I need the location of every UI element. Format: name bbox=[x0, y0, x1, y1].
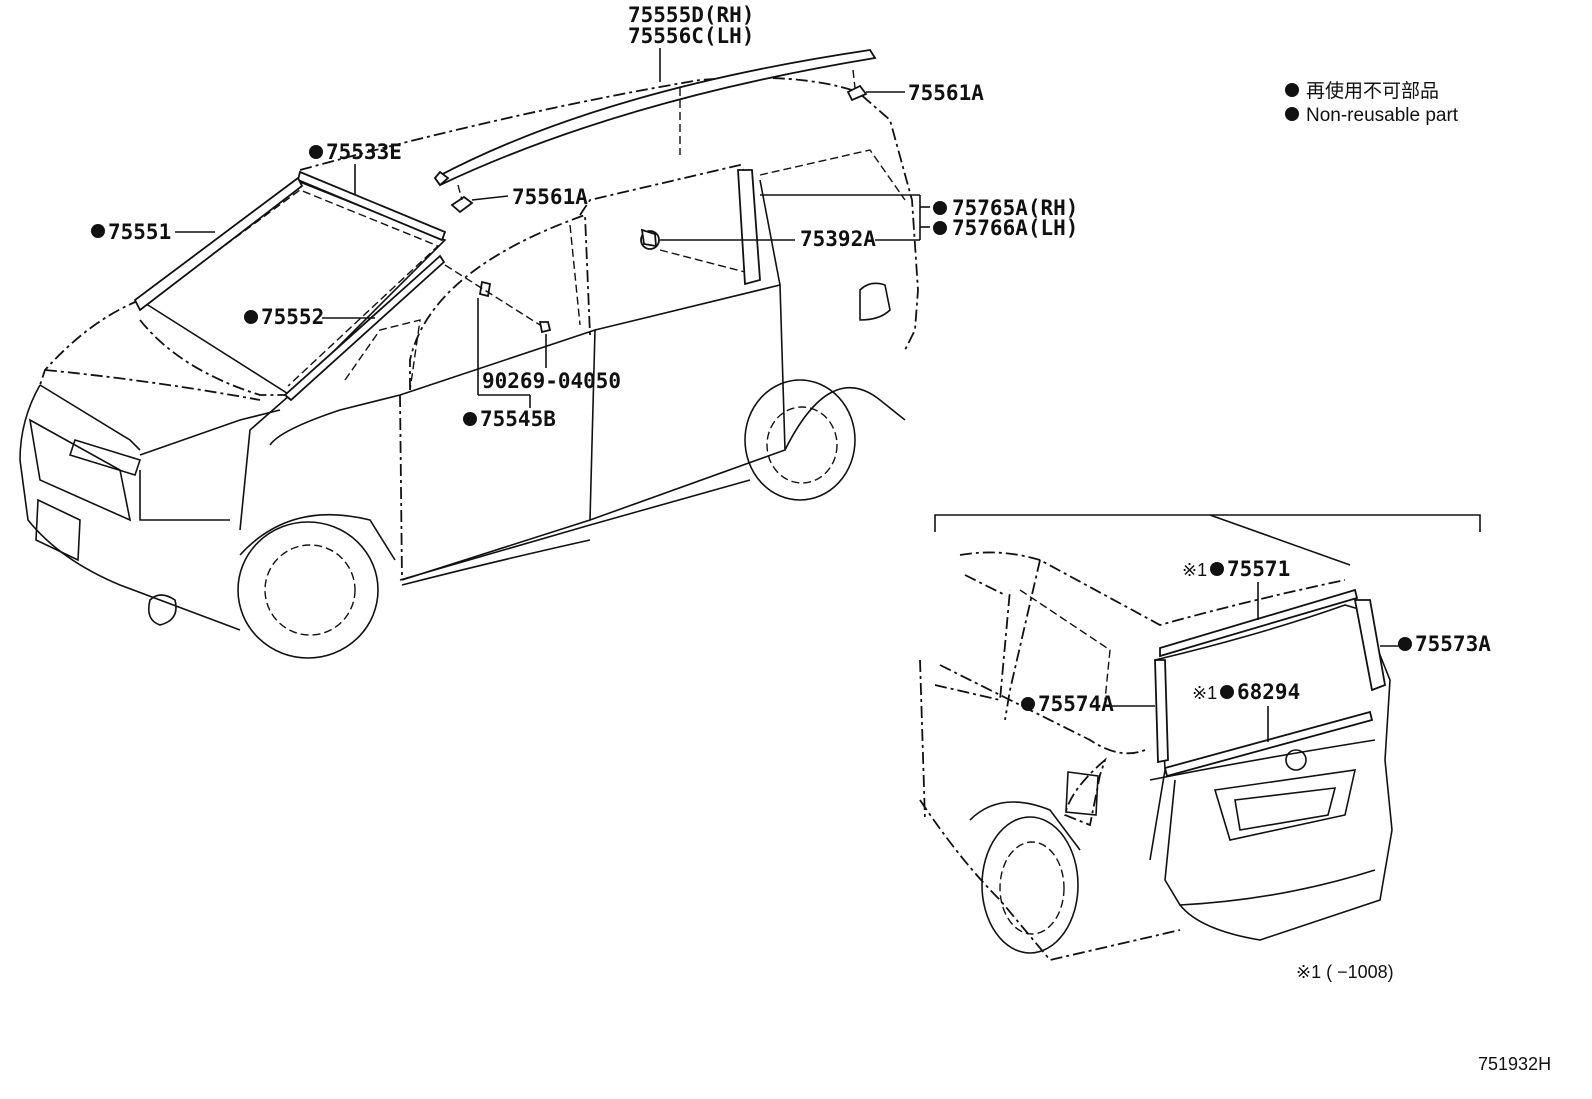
label-rear-lower-prefix: ※1 bbox=[1192, 683, 1217, 703]
legend: 再使用不可部品 Non-reusable part bbox=[1285, 80, 1459, 126]
label-clip-rear: 75561A bbox=[908, 81, 984, 105]
legend-marker-icon bbox=[1285, 83, 1299, 97]
footnote: ※1 ( −1008) bbox=[1296, 962, 1394, 982]
legend-jp: 再使用不可部品 bbox=[1306, 80, 1439, 102]
legend-en: Non-reusable part bbox=[1306, 105, 1459, 126]
non-reusable-marker-icon bbox=[933, 201, 947, 215]
rear-view-bracket bbox=[934, 514, 1481, 566]
figure-id: 751932H bbox=[1478, 1054, 1551, 1074]
label-roof-rh: 75555D(RH) bbox=[628, 3, 754, 27]
label-front-pillar: 75552 bbox=[261, 305, 324, 329]
legend-marker-icon bbox=[1285, 107, 1299, 121]
front-van-illustration bbox=[19, 76, 919, 659]
label-clip-front: 75561A bbox=[512, 185, 588, 209]
label-rear-right: 75573A bbox=[1415, 632, 1491, 656]
non-reusable-marker-icon bbox=[244, 310, 258, 324]
non-reusable-marker-icon bbox=[91, 224, 105, 238]
label-door-clip: 75392A bbox=[800, 227, 876, 251]
label-rear-upper-prefix: ※1 bbox=[1182, 560, 1207, 580]
rear-van-illustration bbox=[919, 551, 1393, 962]
non-reusable-marker-icon bbox=[933, 221, 947, 235]
label-windshield-side: 75551 bbox=[108, 220, 171, 244]
rear-parts bbox=[1154, 588, 1387, 778]
label-rear-lower: 68294 bbox=[1237, 680, 1300, 704]
label-rear-upper: 75571 bbox=[1227, 557, 1290, 581]
non-reusable-marker-icon bbox=[1220, 685, 1234, 699]
front-parts bbox=[133, 49, 877, 402]
rear-leaders bbox=[1110, 582, 1405, 742]
non-reusable-marker-icon bbox=[1210, 562, 1224, 576]
non-reusable-marker-icon bbox=[1398, 637, 1412, 651]
part-labels: 75555D(RH) 75556C(LH) 75561A 75561A 7553… bbox=[91, 3, 1551, 1074]
label-windshield-upper: 75533E bbox=[326, 140, 402, 164]
label-screw: 90269-04050 bbox=[482, 369, 621, 393]
non-reusable-marker-icon bbox=[309, 145, 323, 159]
front-leaders bbox=[175, 48, 930, 408]
non-reusable-marker-icon bbox=[1021, 697, 1035, 711]
label-rear-left: 75574A bbox=[1038, 692, 1114, 716]
label-belt-molding: 75545B bbox=[480, 407, 556, 431]
label-pillar-lh: 75766A(LH) bbox=[952, 216, 1078, 240]
label-roof-lh: 75556C(LH) bbox=[628, 24, 754, 48]
non-reusable-marker-icon bbox=[463, 412, 477, 426]
label-pillar-rh: 75765A(RH) bbox=[952, 196, 1078, 220]
